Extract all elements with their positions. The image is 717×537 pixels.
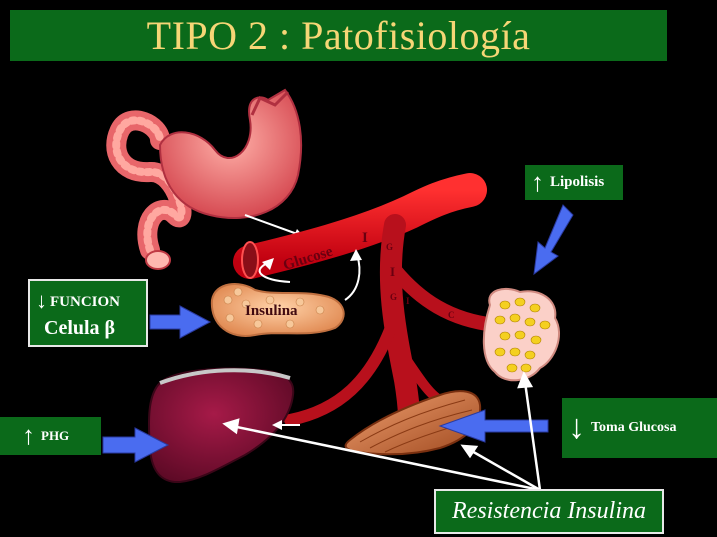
gi-letter-3: G [390, 292, 397, 302]
insulin-mark: I [362, 230, 368, 246]
blue-arrows [102, 204, 574, 463]
glucose-release-arrows [272, 420, 300, 430]
phg-box: ↑ PHG [0, 417, 101, 455]
resistance-arrows [222, 371, 542, 492]
phg-arrow [102, 427, 170, 463]
pancreas-insulin-label: Insulina [245, 303, 298, 319]
gi-letter-2: I [390, 264, 395, 279]
phg-label: PHG [41, 428, 70, 443]
funcion-box: ↓FUNCION Celula β [28, 279, 148, 347]
toma-glucosa-label: Toma Glucosa [591, 420, 677, 435]
gi-letter-5: C [448, 310, 455, 320]
celula-beta-label: Celula β [44, 317, 116, 339]
pancreas [210, 283, 345, 337]
gi-letter-4: I [406, 296, 410, 306]
stomach [158, 88, 303, 220]
intestine [106, 110, 192, 270]
resistencia-insulina-box: Resistencia Insulina [434, 489, 664, 534]
lipolisis-box: ↑ Lipolisis [525, 165, 623, 200]
gi-letter-1: G [386, 242, 393, 252]
liver [147, 367, 295, 484]
insulin-release-arrows [258, 249, 362, 301]
title-bar: TIPO 2 : Patofisiología [10, 10, 667, 61]
up-arrow-icon: ↑ [22, 421, 35, 450]
funcion-label: FUNCION [50, 294, 120, 310]
down-arrow-icon: ↓ [568, 409, 585, 446]
page-title: TIPO 2 : Patofisiología [146, 13, 531, 58]
toma-glucosa-box: ↓ Toma Glucosa [562, 398, 717, 458]
down-arrow-icon: ↓ [36, 288, 47, 313]
lipolisis-label: Lipolisis [550, 174, 605, 190]
funcion-arrow [149, 305, 212, 339]
toma-arrow [438, 409, 549, 443]
resistencia-insulina-label: Resistencia Insulina [452, 498, 646, 524]
up-arrow-icon: ↑ [531, 167, 544, 197]
lipolisis-arrow [533, 204, 574, 276]
fat-tissue [482, 287, 560, 382]
